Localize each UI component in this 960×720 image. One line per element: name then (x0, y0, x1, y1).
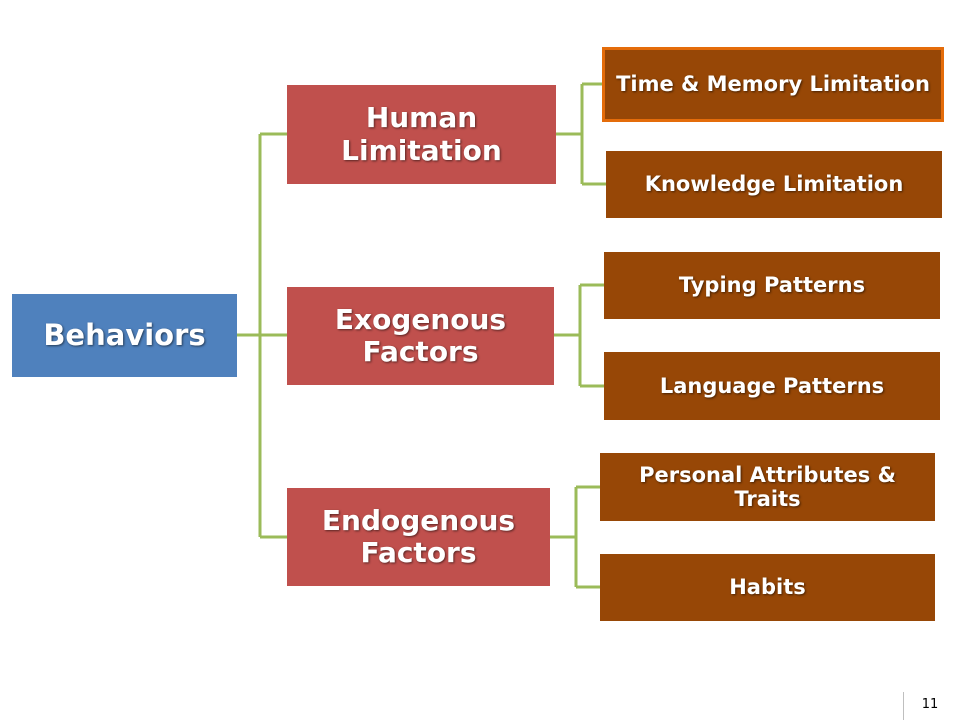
category-node-human-limitation: Human Limitation (287, 85, 556, 184)
leaf-node-label: Knowledge Limitation (644, 172, 904, 197)
page-divider (903, 692, 904, 720)
leaf-node-label: Typing Patterns (678, 273, 866, 298)
leaf-node-label: Habits (729, 575, 806, 600)
leaf-node-personal-attributes-traits: Personal Attributes & Traits (600, 453, 935, 521)
root-node-label: Behaviors (43, 317, 206, 352)
category-node-label: Human Limitation (341, 101, 502, 167)
category-node-exogenous-factors: Exogenous Factors (287, 287, 554, 385)
leaf-node-time-memory-limitation: Time & Memory Limitation (602, 47, 944, 122)
leaf-node-typing-patterns: Typing Patterns (604, 252, 940, 319)
category-node-label: Endogenous Factors (321, 503, 516, 569)
leaf-node-language-patterns: Language Patterns (604, 352, 940, 420)
leaf-node-label: Language Patterns (659, 373, 885, 398)
category-node-endogenous-factors: Endogenous Factors (287, 488, 550, 586)
leaf-node-habits: Habits (600, 554, 935, 621)
category-node-label: Exogenous Factors (334, 302, 507, 368)
page-number: 11 (921, 697, 939, 712)
leaf-node-label: Personal Attributes & Traits (639, 462, 896, 511)
leaf-node-label: Time & Memory Limitation (616, 72, 930, 97)
leaf-node-knowledge-limitation: Knowledge Limitation (606, 151, 942, 218)
root-node-behaviors: Behaviors (12, 294, 237, 377)
